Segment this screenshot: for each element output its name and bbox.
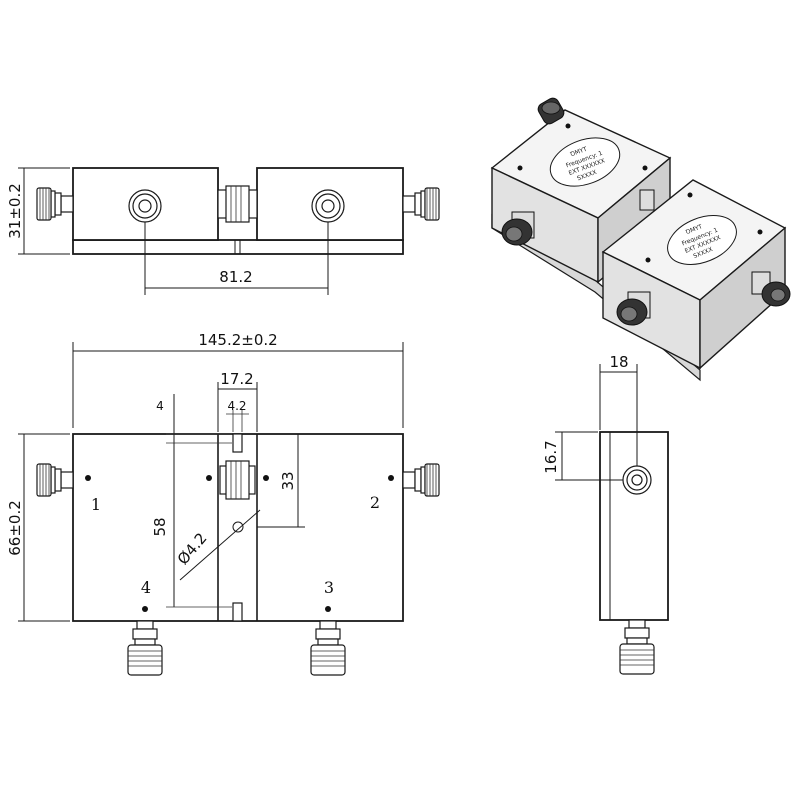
end-view: 18 16.7 — [542, 353, 669, 675]
dim-depth: 18 — [609, 353, 628, 371]
end-bottom-connector — [619, 619, 655, 675]
iso-front-connector-left — [501, 211, 535, 246]
front-bottom-connector-4 — [127, 620, 163, 676]
dim-slot-width: 4.2 — [227, 399, 246, 413]
mount-hole — [232, 521, 244, 533]
front-port-right — [311, 189, 345, 223]
port-label-4: 4 — [141, 578, 151, 597]
bottom-slot — [232, 602, 243, 622]
iso-unit-right: ꝹMYT Frequency: 1 EXT XXXXXX SXXXX — [601, 179, 791, 370]
dim-total-length: 145.2±0.2 — [198, 331, 277, 349]
iso-top-connector — [537, 97, 565, 125]
dim-port-spacing: 81.2 — [219, 268, 252, 286]
front-port-left — [128, 189, 162, 223]
isometric-view: ꝹMYT Frequency: 1 EXT XXXXXX SXXXX — [490, 97, 791, 382]
right-end-connector — [402, 187, 440, 221]
port-label-2: 2 — [370, 493, 380, 512]
iso-side-connector-right — [751, 271, 791, 307]
front-middle-connector — [219, 460, 256, 500]
top-slot — [232, 433, 243, 453]
dim-total-height: 66±0.2 — [6, 500, 24, 556]
iso-front-connector-right — [616, 291, 651, 326]
dim-end-port-offset: 16.7 — [542, 440, 560, 473]
dim-top-offset: 4 — [156, 399, 164, 413]
dim-line-hole — [179, 509, 261, 581]
base-plate — [72, 239, 404, 255]
front-right-connector — [402, 463, 440, 497]
end-port — [622, 465, 652, 495]
dim-center-width: 17.2 — [220, 370, 253, 388]
left-end-connector — [36, 187, 74, 221]
front-view: 1 2 3 4 145.2±0.2 17.2 4.2 4 58 33 — [6, 331, 440, 676]
iso-unit-left: ꝹMYT Frequency: 1 EXT XXXXXX SXXXX — [490, 97, 672, 284]
port-label-3: 3 — [324, 578, 334, 597]
dim-inner-height: 58 — [151, 517, 169, 536]
front-bottom-connector-3 — [310, 620, 346, 676]
dim-side-height: 31±0.2 — [6, 183, 24, 239]
end-body — [599, 431, 669, 621]
dim-port-height: 33 — [279, 471, 297, 490]
port-label-1: 1 — [91, 495, 101, 514]
front-left-connector — [36, 463, 74, 497]
top-side-view: 81.2 31±0.2 — [6, 167, 440, 295]
